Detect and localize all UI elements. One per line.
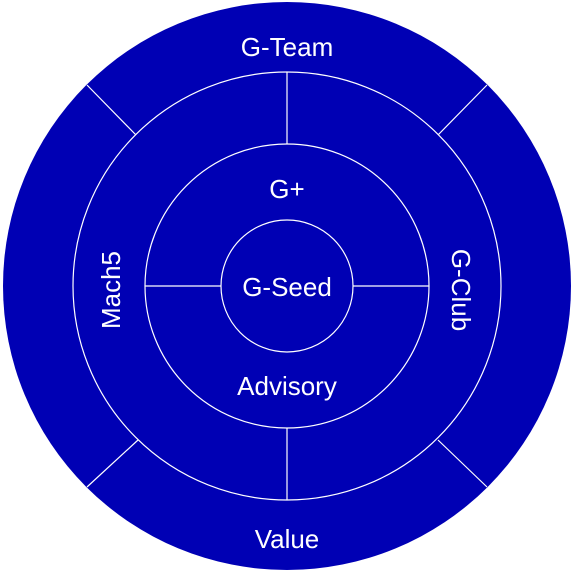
label-g-team: G-Team [241,32,333,62]
label-g-club: G-Club [446,249,476,331]
outer-ring [3,2,571,570]
label-mach5: Mach5 [96,251,126,329]
label-g-seed: G-Seed [242,272,332,302]
outer-divider-bottom-right [437,439,488,488]
label-value: Value [255,524,320,554]
label-g-plus: G+ [269,174,304,204]
outer-divider-top-left [86,84,137,136]
outer-divider-top-right [437,84,488,136]
outer-divider-bottom-left [86,439,139,488]
label-advisory: Advisory [237,371,337,401]
